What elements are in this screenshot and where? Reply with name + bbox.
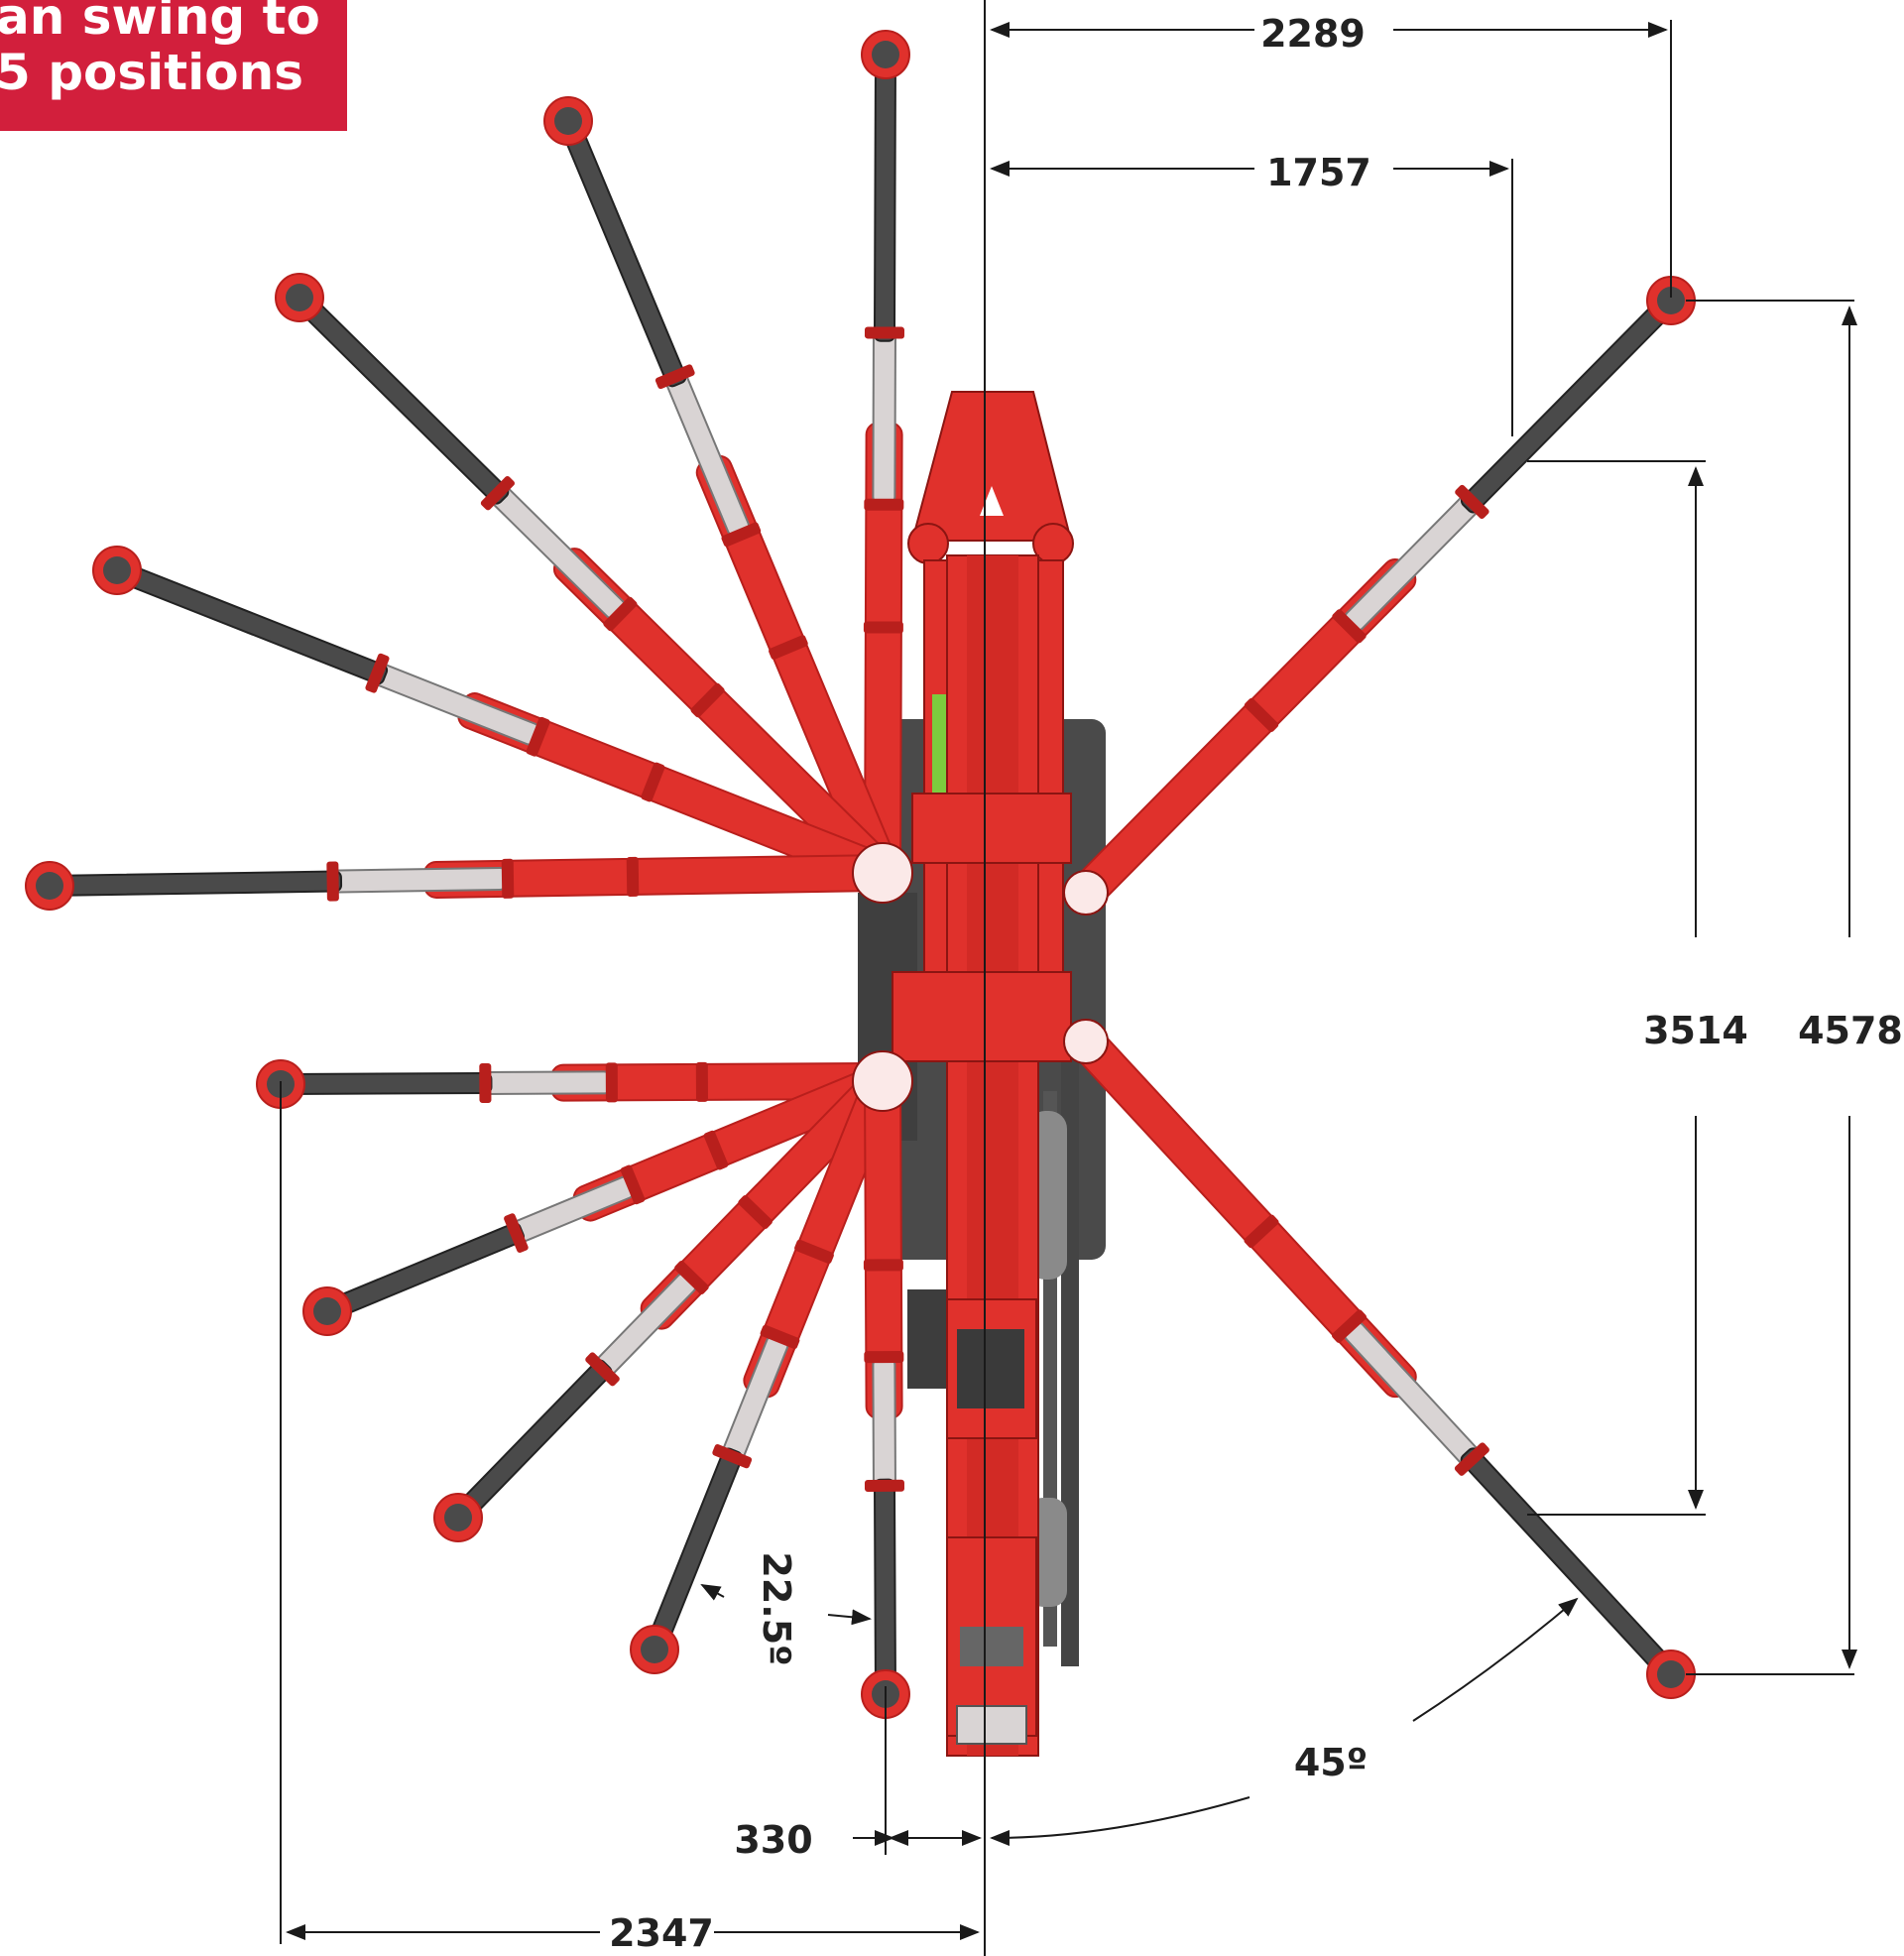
- outrigger-arm: [48, 854, 885, 902]
- outrigger-foot-pad: [302, 1286, 352, 1336]
- dimension-labels: 2289 1757 3514 4578 330 2347 45º 22.5º: [609, 12, 1903, 1955]
- outrigger-arm: [294, 292, 892, 882]
- positions-banner: an swing to 5 positions: [0, 0, 347, 131]
- dim-2347: 2347: [609, 1911, 714, 1955]
- dim-4578: 4578: [1798, 1009, 1903, 1052]
- outrigger-foot-pad: [275, 273, 324, 322]
- dim-angle-22-5: 22.5º: [755, 1551, 798, 1665]
- winch: [957, 1329, 1024, 1408]
- outrigger-arm: [1077, 295, 1677, 902]
- outrigger-arm: [646, 1076, 897, 1652]
- outrigger-arm: [559, 117, 896, 878]
- outrigger-foot-pad: [433, 1493, 483, 1542]
- pivot-right-lower: [1063, 1019, 1109, 1064]
- pivot-upper: [852, 842, 913, 904]
- outrigger-arm: [279, 1061, 885, 1103]
- outrigger-foot-pad: [25, 861, 74, 911]
- outrigger-arm: [452, 1072, 892, 1524]
- banner-line-1: an swing to: [0, 0, 320, 46]
- pivot-lower: [852, 1050, 913, 1112]
- outrigger-foot-pad: [630, 1625, 679, 1674]
- green-panel-left: [932, 694, 948, 794]
- pivot-right-upper: [1063, 870, 1109, 916]
- outrigger-foot-pad: [543, 96, 593, 146]
- hook-detail: [960, 1627, 1023, 1666]
- hook-end: [956, 1705, 1027, 1745]
- dim-2289: 2289: [1260, 12, 1366, 56]
- outrigger-foot-pad: [1646, 1650, 1696, 1699]
- dimension-lines: [280, 0, 1857, 1956]
- outrigger-foot-pad: [861, 30, 910, 79]
- outrigger-arm: [324, 1067, 888, 1320]
- dim-330: 330: [734, 1818, 812, 1862]
- outrigger-arm: [863, 53, 904, 875]
- banner-line-2: 5 positions: [0, 44, 303, 101]
- dim-1757: 1757: [1266, 151, 1371, 194]
- crane-boom: [852, 391, 1109, 1757]
- outriggers-group: [25, 30, 1696, 1719]
- boom-head: [910, 391, 1073, 542]
- dim-angle-45: 45º: [1294, 1741, 1368, 1784]
- outrigger-arm: [863, 1079, 904, 1696]
- boom-collar: [911, 793, 1072, 864]
- outrigger-arm: [1076, 1033, 1677, 1680]
- dim-3514: 3514: [1643, 1009, 1748, 1052]
- outrigger-foot-pad: [92, 546, 142, 595]
- boom-collar-2: [892, 971, 1072, 1062]
